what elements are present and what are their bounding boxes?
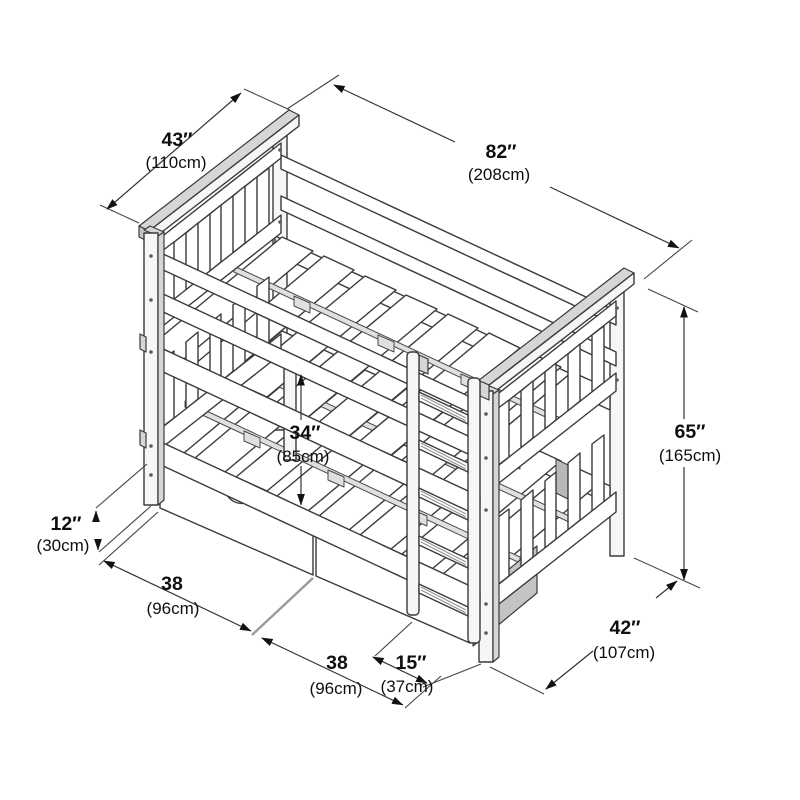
- dim-bed-height-cm: (165cm): [659, 446, 721, 465]
- dim-footprint-depth-in: 42″: [609, 617, 640, 639]
- rail-plate: [293, 295, 311, 314]
- dim-drawer-height-in: 12″: [50, 513, 81, 535]
- dim-ladder-section: 15″ (37cm): [372, 652, 434, 696]
- bolt-hole: [149, 350, 153, 354]
- dim-drawer-height-cm: (30cm): [37, 536, 90, 555]
- footboard-slat: [591, 325, 605, 393]
- dim-ladder-section-in: 15″: [395, 652, 426, 674]
- witness-line: [374, 621, 413, 657]
- head-post-side: [157, 231, 165, 506]
- dim-drawer-1-in: 38: [161, 573, 183, 595]
- dim-ladder-section-cm: (37cm): [381, 677, 434, 696]
- footboard: [473, 267, 635, 616]
- foot-front-post: [478, 390, 494, 663]
- ladder-right-rail: [467, 377, 481, 644]
- bolt-hole: [615, 306, 619, 310]
- rail-support-tab: [139, 429, 147, 449]
- bolt-hole: [484, 508, 488, 512]
- dim-drawer-2-width: 38 (96cm): [261, 637, 404, 706]
- witness-line: [422, 663, 482, 688]
- dim-bed-height: 65″ (165cm): [659, 306, 721, 581]
- witness-line: [633, 557, 701, 589]
- ladder-left-rail: [406, 351, 420, 616]
- footboard-slat: [544, 362, 557, 430]
- dim-bunk-clearance: 34″ (85cm): [277, 374, 330, 506]
- dim-drawer-height: 12″ (30cm): [37, 510, 102, 555]
- footboard-slat: [567, 343, 581, 412]
- rail-plate: [377, 334, 395, 353]
- ladder: [406, 351, 490, 644]
- bolt-hole: [278, 220, 282, 224]
- ladder-hook: [418, 354, 429, 375]
- dim-bed-length: 82″ (208cm): [333, 84, 680, 249]
- witness-line: [98, 505, 152, 553]
- witness-line-divider: [251, 577, 314, 636]
- bolt-hole: [484, 602, 488, 606]
- footboard-slat: [567, 452, 581, 531]
- witness-line: [647, 288, 699, 313]
- ladder-hook: [479, 380, 490, 401]
- bolt-hole: [278, 148, 282, 152]
- footboard-slat: [520, 489, 534, 568]
- footboard-slat: [520, 380, 534, 449]
- footboard-slat: [544, 471, 557, 549]
- witness-line: [643, 239, 693, 280]
- dim-bed-width-in: 43″: [161, 129, 192, 151]
- witness-line: [404, 675, 442, 709]
- dim-bed-width: 43″ (110cm): [106, 92, 242, 210]
- headboard-slat: [232, 185, 246, 254]
- footboard-slat: [591, 434, 605, 512]
- bolt-hole: [149, 254, 153, 258]
- bolt-hole: [149, 298, 153, 302]
- rear-guardrail-top: [280, 154, 617, 326]
- bolt-hole: [149, 444, 153, 448]
- dim-bunk-clearance-cm: (85cm): [277, 447, 330, 466]
- foot-post-side: [492, 389, 500, 663]
- dim-drawer-2-in: 38: [326, 652, 348, 674]
- dim-drawer-2-cm: (96cm): [310, 679, 363, 698]
- dim-bed-length-cm: (208cm): [468, 165, 530, 184]
- bolt-hole: [484, 631, 488, 635]
- witness-line: [243, 88, 291, 111]
- headboard-slat: [256, 167, 270, 235]
- dim-footprint-depth: 42″ (107cm): [545, 580, 678, 690]
- dimension-annotations: 43″ (110cm) 82″ (208cm) 65″ (165cm) 34″ …: [37, 74, 721, 709]
- ladder-rungs: [418, 391, 469, 617]
- witness-line: [98, 511, 159, 566]
- witness-line: [99, 204, 140, 224]
- rail-plate: [327, 469, 345, 488]
- front-rails: [145, 245, 482, 615]
- dim-bunk-clearance-in: 34″: [289, 422, 320, 444]
- headboard-slat: [209, 204, 222, 272]
- bolt-hole: [149, 473, 153, 477]
- bolt-hole: [484, 456, 488, 460]
- dim-drawer-1-cm: (96cm): [147, 599, 200, 618]
- dim-bed-length-in: 82″: [485, 141, 516, 163]
- bolt-hole: [484, 412, 488, 416]
- rail-plate: [243, 430, 261, 449]
- dim-drawer-1-width: 38 (96cm): [103, 560, 252, 632]
- dim-bed-width-cm: (110cm): [145, 153, 206, 172]
- dim-bed-height-in: 65″: [674, 421, 705, 443]
- bolt-hole: [615, 378, 619, 382]
- witness-line: [286, 74, 340, 110]
- witness-line: [95, 463, 148, 509]
- dim-footprint-depth-cm: (107cm): [593, 643, 655, 662]
- rail-support-tab: [139, 333, 147, 353]
- witness-line: [489, 666, 545, 695]
- rear-guardrail-bottom: [280, 195, 617, 367]
